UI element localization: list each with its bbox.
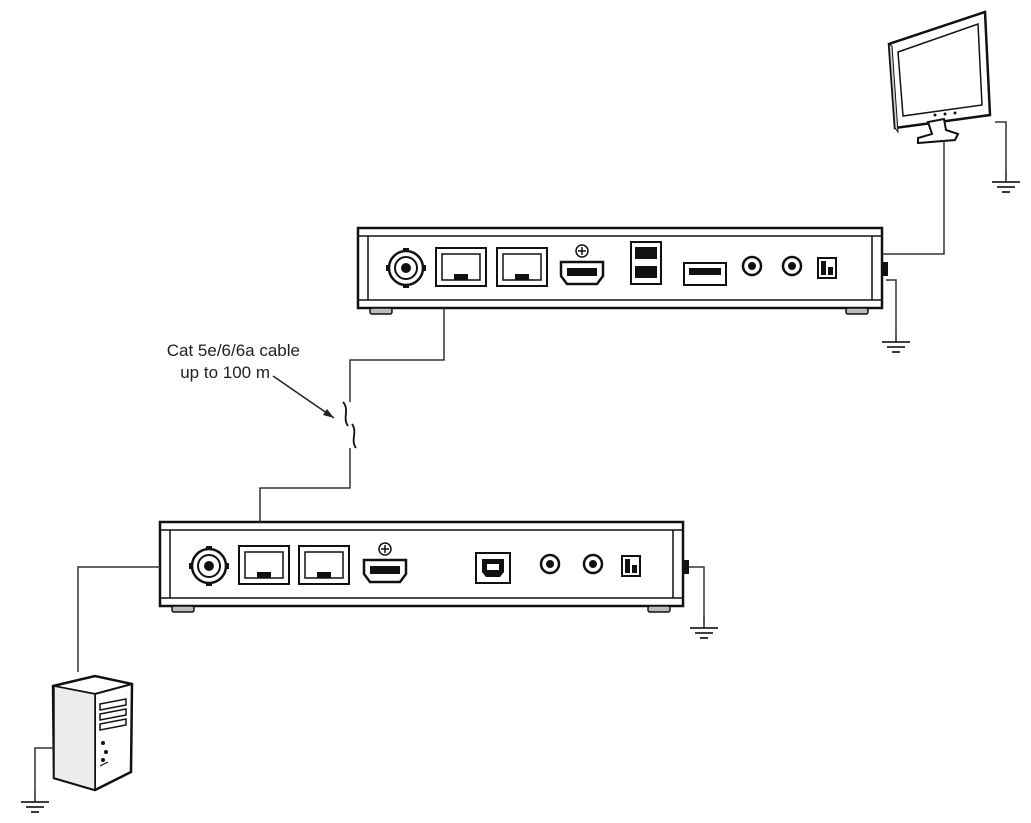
monitor-icon xyxy=(887,10,992,145)
rj45-port-icon xyxy=(238,545,290,585)
rj45-port-icon xyxy=(435,247,487,287)
ground-symbol-icon xyxy=(20,789,50,813)
cables xyxy=(34,121,1007,790)
dip-switch-icon xyxy=(817,257,837,279)
cable-label-line1: Cat 5e/6/6a cable xyxy=(166,341,300,360)
ground-symbol-icon xyxy=(689,615,719,639)
hdmi-port-icon xyxy=(362,542,408,584)
rj45-port-icon xyxy=(496,247,548,287)
audio-jack-icon xyxy=(539,553,561,575)
remote-unit xyxy=(356,226,888,315)
audio-jack-icon xyxy=(781,255,803,277)
computer-tower-icon xyxy=(51,674,134,792)
rj45-port-icon xyxy=(298,545,350,585)
usb-a-dual-port-icon xyxy=(630,241,662,285)
usb-b-port-icon xyxy=(475,552,511,584)
cable-label-leader xyxy=(272,375,335,419)
ground-symbol-icon xyxy=(881,329,911,353)
local-unit xyxy=(158,520,689,613)
audio-jack-icon xyxy=(582,553,604,575)
ground-symbol-icon xyxy=(991,169,1021,193)
dip-switch-icon xyxy=(621,555,641,577)
audio-jack-icon xyxy=(741,255,763,277)
hdmi-port-icon xyxy=(559,244,605,286)
ground-screw-icon xyxy=(882,262,888,276)
usb-a-port-icon xyxy=(683,262,727,286)
ground-screw-icon xyxy=(683,560,689,574)
cable-label-line2: up to 100 m xyxy=(180,363,270,382)
cable-break-icon xyxy=(342,401,357,449)
